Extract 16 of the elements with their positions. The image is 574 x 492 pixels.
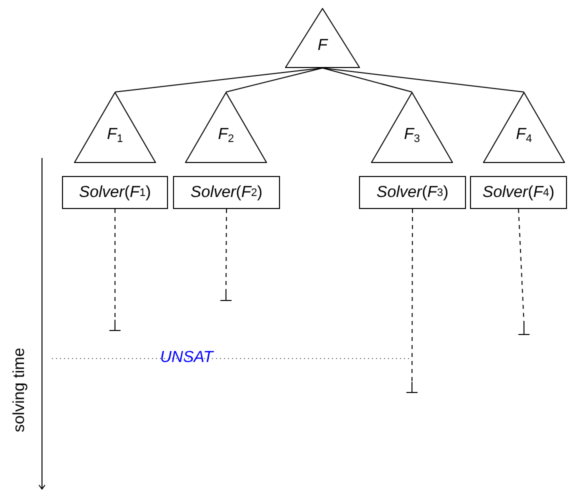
bottom-symbol: ⊥ bbox=[516, 324, 532, 338]
bottom-symbol: ⊥ bbox=[404, 382, 420, 396]
dashed-line bbox=[412, 208, 413, 382]
dashed-line bbox=[518, 208, 524, 324]
dashed-line bbox=[226, 208, 227, 290]
axis-label: solving time bbox=[11, 348, 30, 432]
formula-label: F$_{1}$ bbox=[107, 126, 123, 144]
formula-label: F bbox=[318, 36, 328, 55]
connector-line bbox=[226, 68, 323, 92]
formula-label: F$_{3}$ bbox=[404, 126, 420, 144]
connector-line bbox=[322, 68, 412, 92]
result-label: UNSAT bbox=[160, 349, 214, 367]
formula-label: F$_{2}$ bbox=[218, 126, 234, 144]
bottom-symbol: ⊥ bbox=[218, 290, 234, 304]
bottom-symbol: ⊥ bbox=[107, 320, 123, 334]
formula-label: F$_{4}$ bbox=[516, 126, 532, 144]
